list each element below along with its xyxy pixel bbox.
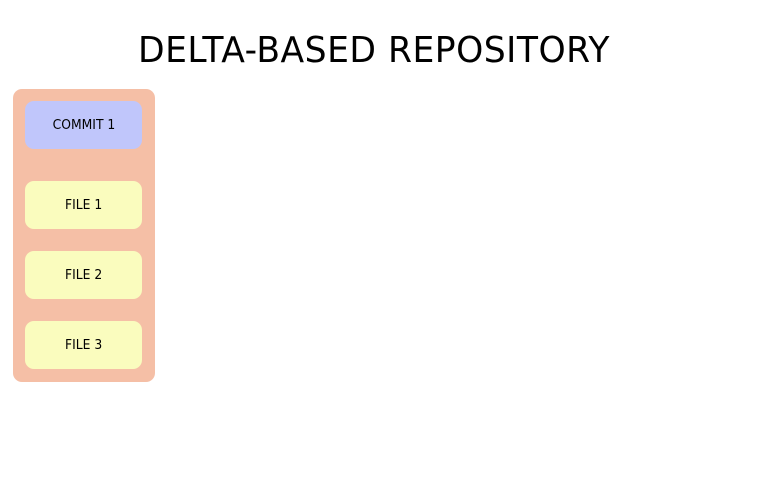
commit-label: COMMIT 1 bbox=[52, 117, 115, 133]
file-label: FILE 1 bbox=[64, 197, 103, 213]
diagram-title: DELTA-BASED REPOSITORY bbox=[137, 30, 611, 71]
file-label: FILE 3 bbox=[64, 337, 103, 353]
file-box: FILE 1 bbox=[25, 181, 142, 229]
file-label: FILE 2 bbox=[64, 267, 103, 283]
commit-box: COMMIT 1 bbox=[25, 101, 142, 149]
file-box: FILE 2 bbox=[25, 251, 142, 299]
file-box: FILE 3 bbox=[25, 321, 142, 369]
